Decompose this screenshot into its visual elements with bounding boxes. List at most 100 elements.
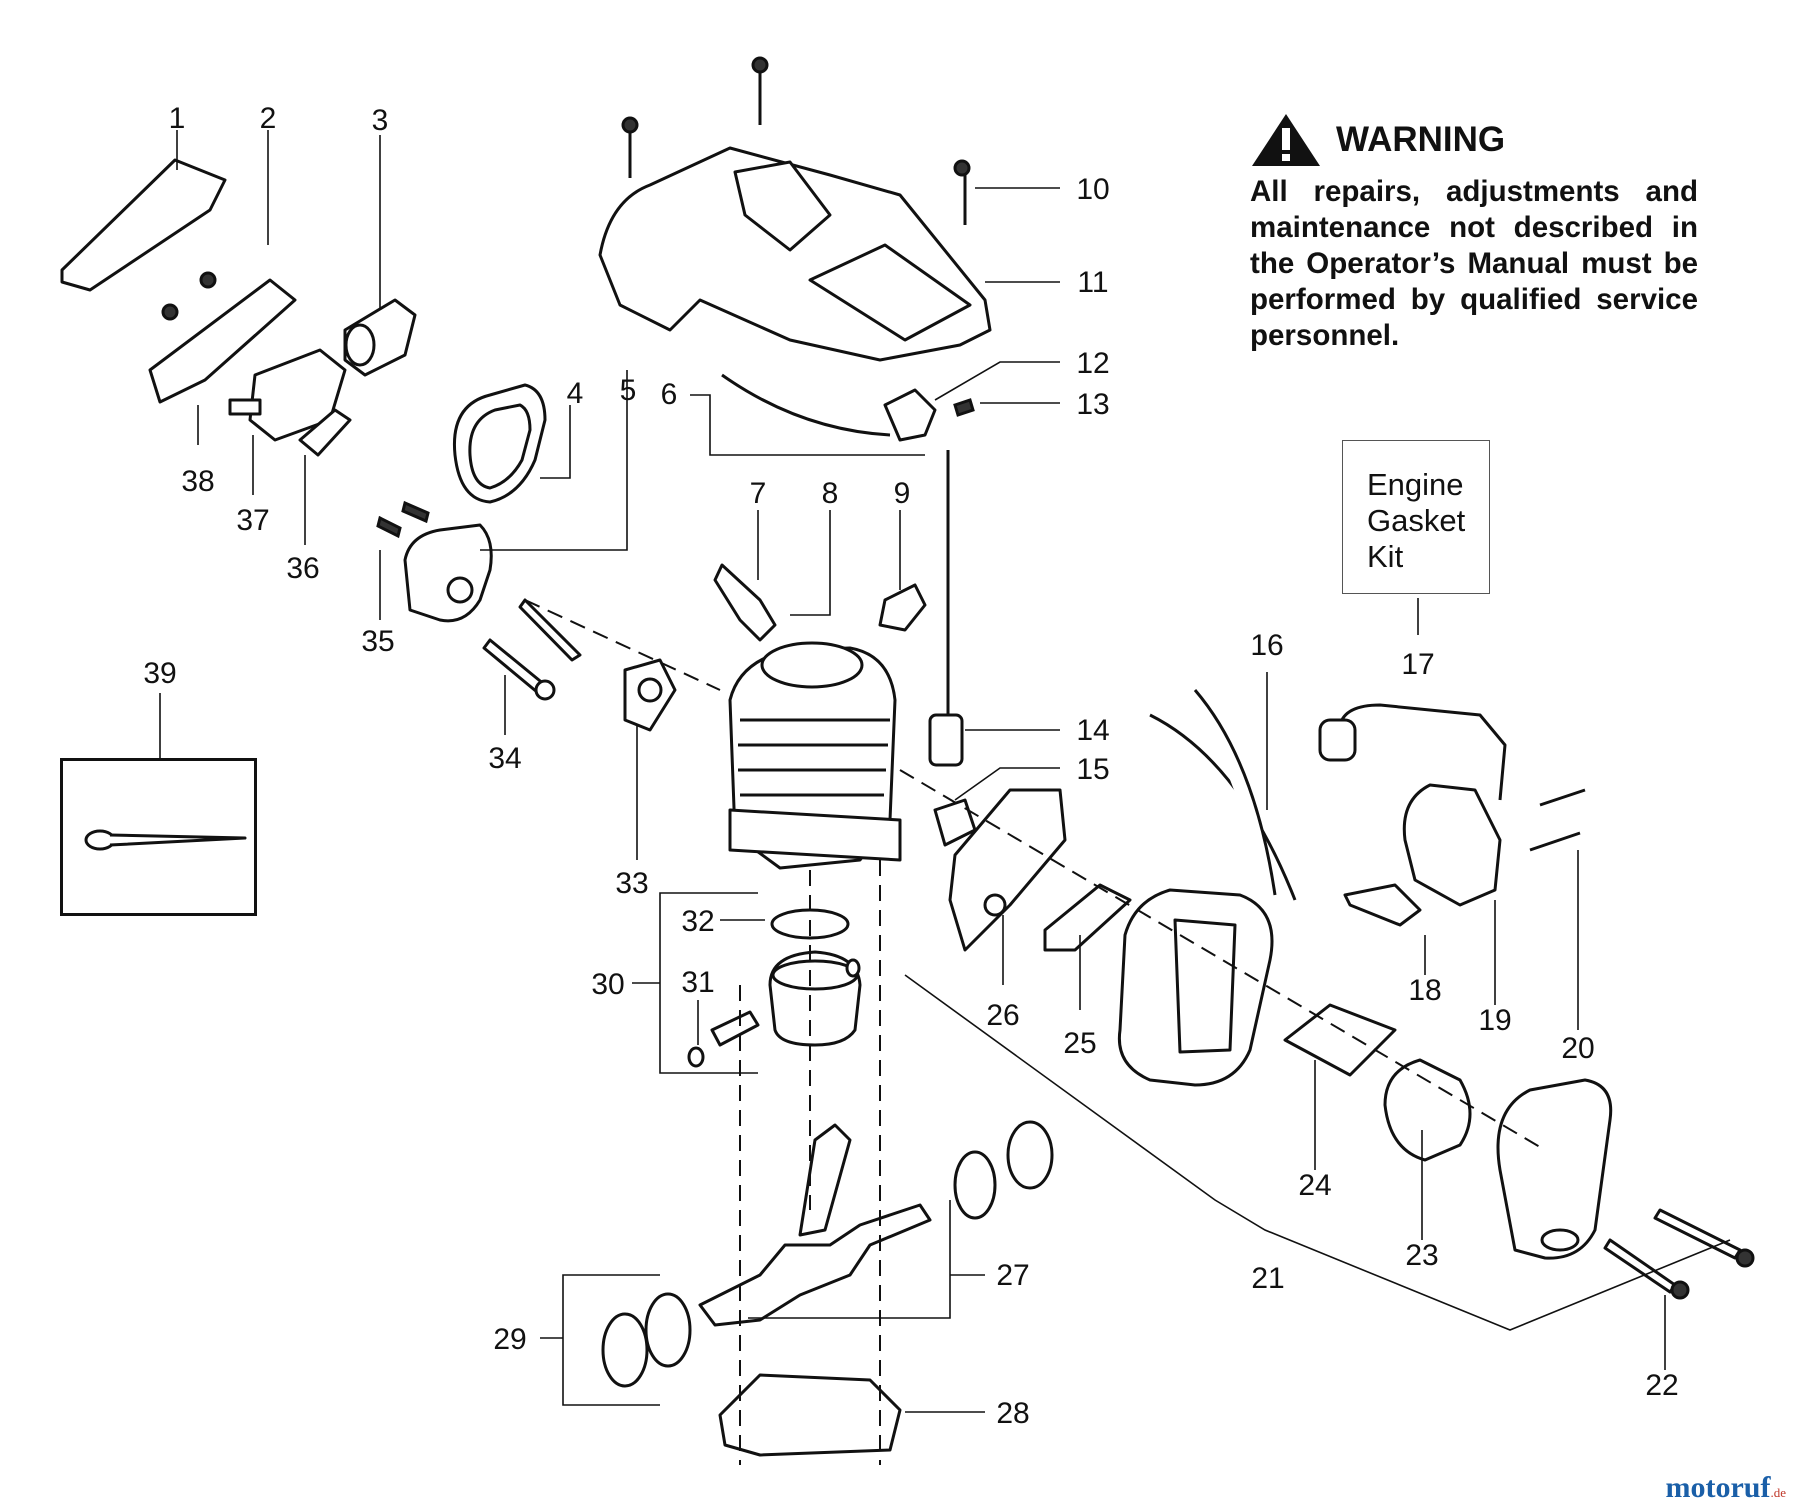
callout-13: 13 [1076,388,1109,421]
callout-11: 11 [1077,266,1108,299]
callout-14: 14 [1076,714,1109,747]
part-21-outlet [1540,1228,1580,1252]
part-39-cotter-pin [109,833,247,847]
part-34-bolt-head [534,679,556,701]
callout-22: 22 [1645,1369,1678,1402]
part-26-heat-shield [948,788,1067,952]
part-19-lead [1338,703,1507,801]
leader-lines [159,130,1731,1413]
callout-20: 20 [1561,1032,1594,1065]
axis-intake [524,599,721,691]
callout-31: 31 [681,966,714,999]
callout-9: 9 [894,477,911,510]
callout-17: 17 [1401,648,1434,681]
callout-24: 24 [1298,1169,1331,1202]
warning-header: WARNING [1250,112,1698,168]
leader-30 [632,892,758,1074]
part-28-crankcase-cap [718,1373,902,1457]
callout-15: 15 [1076,753,1109,786]
part-26-hole [983,893,1007,917]
callout-36: 36 [286,552,319,585]
part-39-inset-box [60,758,257,916]
callout-38: 38 [181,465,214,498]
leader-12 [934,361,1060,401]
part-2-bracket [148,278,297,404]
callout-2: 2 [260,102,277,135]
part-22-bolt-b-head [1670,1280,1690,1300]
part-35-screw-a [376,515,402,539]
engine-gasket-kit-label: Engine Gasket Kit [1367,467,1466,574]
part-1-filter-cover [60,158,227,292]
callout-18: 18 [1408,974,1441,1007]
leader-29 [540,1274,660,1406]
part-22-bolt-a [1653,1208,1742,1260]
callout-39: 39 [143,657,176,690]
part-connecting-rod [798,1123,852,1237]
callout-10: 10 [1076,173,1109,206]
part-13-nipple [953,398,975,417]
part-24-deflector [1283,1003,1397,1077]
part-2-nut [199,271,217,289]
callout-35: 35 [361,625,394,658]
part-4-inner [468,403,532,490]
part-16-wire-b [1193,689,1277,896]
callout-16: 16 [1250,629,1283,662]
part-crankshaft [698,1203,932,1327]
part-34-bolt [482,638,547,694]
part-10-screw-a-head [751,56,769,74]
part-10-screw-b-head [621,116,639,134]
part-8-base [728,808,902,862]
part-27-bearing [953,1150,997,1220]
callout-6: 6 [661,378,678,411]
part-9-plug-boot [878,583,927,632]
part-14-pickup [928,713,964,767]
callout-1: 1 [169,102,186,135]
part-38-screw [228,398,262,416]
part-29-seal [601,1312,649,1388]
warning-triangle-icon [1252,114,1320,166]
part-8-fins [738,718,890,797]
warning-block: WARNING All repairs, adjustments and mai… [1250,112,1698,354]
part-31-clip-2 [845,958,861,978]
callout-25: 25 [1063,1027,1096,1060]
part-34-bolt-2 [518,598,582,662]
part-22-bolt-a-head [1735,1248,1755,1268]
callout-34: 34 [488,742,521,775]
leader-8 [790,510,831,616]
part-20-screw-a [1539,788,1586,807]
part-16-wire-a [1149,713,1297,901]
leader-15 [954,767,1060,801]
part-27-seal [1006,1120,1054,1190]
part-2-nut-2 [161,303,179,321]
leader-5 [480,370,628,551]
part-12-fitting [883,388,937,442]
callout-numbers: 1 2 3 4 5 6 7 8 9 10 11 12 13 14 15 16 1… [143,102,1678,1430]
callout-33: 33 [615,867,648,900]
callout-12: 12 [1076,347,1109,380]
part-6-fuel-line [721,373,891,437]
part-5-filter-base [403,523,493,623]
callout-27: 27 [996,1259,1029,1292]
watermark-name: motoruf [1665,1471,1771,1504]
part-illustrations [60,56,1755,1457]
part-22-bolt-b [1603,1238,1677,1294]
part-5-hole [446,576,474,604]
part-8-head [760,641,864,689]
part-18-switch [1343,883,1422,927]
watermark: motoruf.de [1665,1471,1786,1505]
engine-gasket-kit-box: Engine Gasket Kit [1342,440,1490,594]
leader-27 [748,1200,985,1319]
part-10-screw-c-head [953,159,971,177]
part-35-screw-b [401,500,430,524]
part-30-piston-top [771,959,859,991]
callout-4: 4 [567,377,584,410]
part-31-clip [687,1046,705,1068]
part-11-panel [808,243,972,342]
callout-19: 19 [1478,1004,1511,1037]
part-31-pin [710,1010,760,1047]
callout-28: 28 [996,1397,1029,1430]
part-21-muffler-inner [1173,918,1237,1054]
callout-5: 5 [620,374,637,407]
part-21-muffler-cover [1496,1078,1613,1260]
